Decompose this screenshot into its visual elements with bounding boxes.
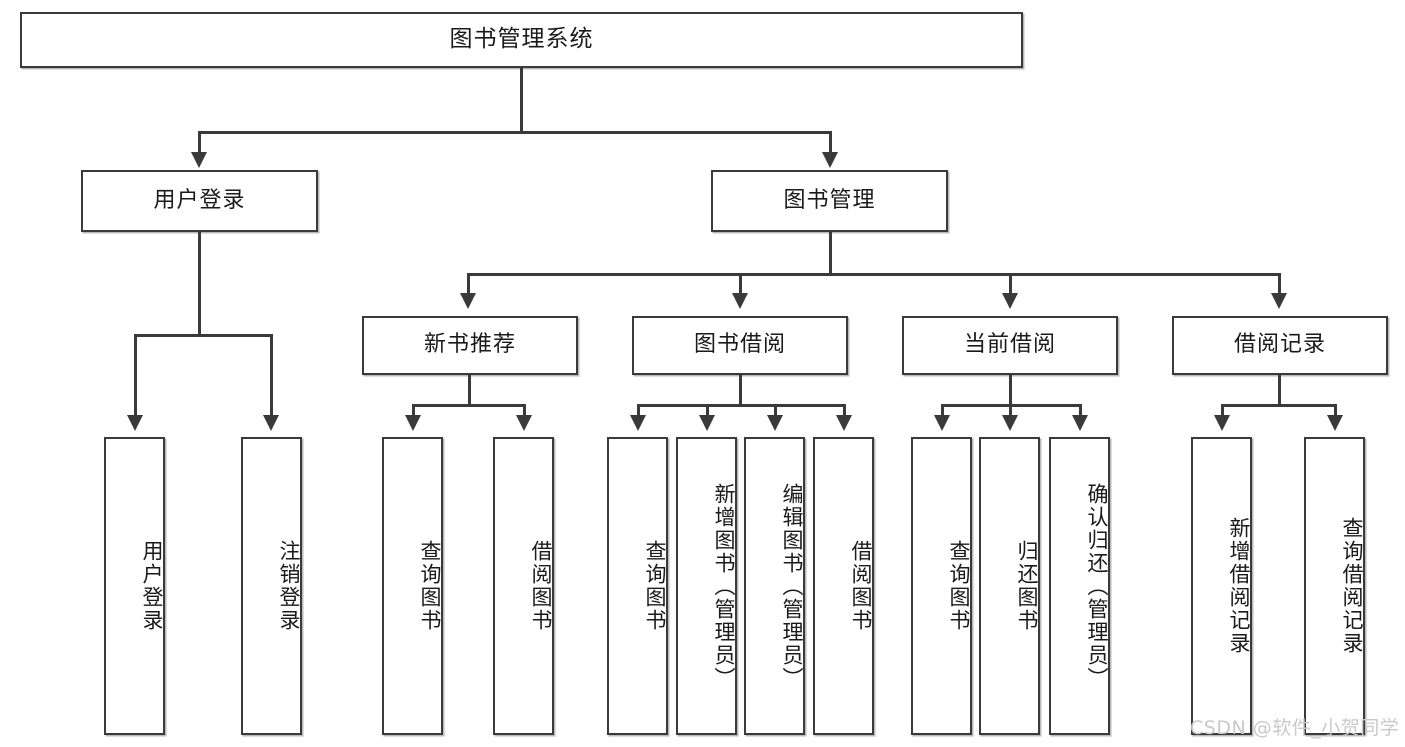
node-root-system-label: 图书管理系统 <box>449 26 594 53</box>
node-book-borrow[interactable]: 图书借阅 <box>632 316 848 375</box>
edge-br-child-2 <box>1334 404 1337 418</box>
arrowhead-nbr-leaf-2 <box>516 415 532 431</box>
edge-user-login-child-1 <box>134 334 137 419</box>
leaf-bb-edit-book[interactable]: 编辑图书（管理员） <box>744 437 805 735</box>
edge-current-borrow-stem <box>1009 375 1012 406</box>
leaf-cb-return-book-label: 归还图书 <box>1015 540 1039 632</box>
arrowhead-leaf-user-login <box>127 415 143 431</box>
arrowhead-cb-leaf-3 <box>1072 415 1088 431</box>
edge-cb-child-3 <box>1079 404 1082 418</box>
node-new-book-recommend[interactable]: 新书推荐 <box>362 316 578 375</box>
edge-root-to-book-mgmt <box>829 131 832 156</box>
node-current-borrow[interactable]: 当前借阅 <box>902 316 1118 375</box>
edge-book-borrow-bus <box>638 404 845 407</box>
edge-book-borrow-stem <box>739 375 742 406</box>
leaf-br-query-record-label: 查询借阅记录 <box>1340 517 1364 655</box>
node-new-book-recommend-label: 新书推荐 <box>423 332 516 358</box>
edge-bb-child-3 <box>774 404 777 418</box>
edge-borrow-record-stem <box>1278 375 1281 406</box>
leaf-nbr-borrow-book-label: 借阅图书 <box>529 540 553 632</box>
leaf-bb-borrow-book-label: 借阅图书 <box>849 540 873 632</box>
node-borrow-record[interactable]: 借阅记录 <box>1172 316 1388 375</box>
leaf-br-query-record[interactable]: 查询借阅记录 <box>1304 437 1365 735</box>
edge-root-to-user-login <box>198 131 201 156</box>
edge-user-login-stem <box>198 232 201 336</box>
edge-book-mgmt-child-2 <box>739 273 742 297</box>
leaf-bb-query-book-label: 查询图书 <box>643 540 667 632</box>
edge-borrow-record-bus <box>1222 404 1336 407</box>
leaf-cb-query-book[interactable]: 查询图书 <box>911 437 972 735</box>
arrowhead-br-leaf-2 <box>1327 415 1343 431</box>
leaf-cb-confirm-return[interactable]: 确认归还（管理员） <box>1049 437 1110 735</box>
node-book-management[interactable]: 图书管理 <box>711 170 948 232</box>
leaf-cb-confirm-return-label: 确认归还（管理员） <box>1085 482 1109 690</box>
arrowhead-book-mgmt <box>822 152 838 168</box>
edge-user-login-bus <box>135 334 272 337</box>
edge-book-mgmt-child-1 <box>467 273 470 297</box>
edge-new-book-recommend-bus <box>413 404 525 407</box>
edge-user-login-child-2 <box>270 334 273 419</box>
edge-br-child-1 <box>1221 404 1224 418</box>
edge-nbr-child-1 <box>412 404 415 418</box>
edge-current-borrow-bus <box>942 404 1081 407</box>
edge-new-book-recommend-stem <box>468 375 471 406</box>
arrowhead-book-borrow <box>732 293 748 309</box>
leaf-bb-add-book[interactable]: 新增图书（管理员） <box>676 437 737 735</box>
arrowhead-new-book-recommend <box>460 293 476 309</box>
node-current-borrow-label: 当前借阅 <box>963 332 1056 358</box>
leaf-nbr-borrow-book[interactable]: 借阅图书 <box>493 437 554 735</box>
edge-cb-child-2 <box>1009 404 1012 418</box>
leaf-cb-return-book[interactable]: 归还图书 <box>979 437 1040 735</box>
leaf-user-login-label: 用户登录 <box>140 540 164 632</box>
edge-bb-child-2 <box>706 404 709 418</box>
leaf-br-add-record-label: 新增借阅记录 <box>1227 517 1251 655</box>
arrowhead-bb-leaf-4 <box>836 415 852 431</box>
arrowhead-cb-leaf-1 <box>934 415 950 431</box>
node-user-login-label: 用户登录 <box>153 187 246 213</box>
leaf-cb-query-book-label: 查询图书 <box>947 540 971 632</box>
arrowhead-bb-leaf-3 <box>767 415 783 431</box>
leaf-bb-edit-book-label: 编辑图书（管理员） <box>780 482 804 690</box>
arrowhead-leaf-logout <box>263 415 279 431</box>
node-user-login[interactable]: 用户登录 <box>81 170 318 232</box>
edge-bb-child-4 <box>843 404 846 418</box>
leaf-nbr-query-book-label: 查询图书 <box>418 540 442 632</box>
leaf-br-add-record[interactable]: 新增借阅记录 <box>1191 437 1252 735</box>
leaf-bb-borrow-book[interactable]: 借阅图书 <box>813 437 874 735</box>
leaf-logout-label: 注销登录 <box>277 540 301 632</box>
edge-root-stem <box>520 68 523 133</box>
arrowhead-current-borrow <box>1002 293 1018 309</box>
edge-nbr-child-2 <box>523 404 526 418</box>
arrowhead-cb-leaf-2 <box>1002 415 1018 431</box>
leaf-bb-add-book-label: 新增图书（管理员） <box>712 482 736 690</box>
arrowhead-br-leaf-1 <box>1214 415 1230 431</box>
leaf-bb-query-book[interactable]: 查询图书 <box>607 437 668 735</box>
leaf-logout[interactable]: 注销登录 <box>241 437 302 735</box>
edge-book-mgmt-child-4 <box>1278 273 1281 297</box>
arrowhead-borrow-record <box>1271 293 1287 309</box>
edge-cb-child-1 <box>941 404 944 418</box>
node-borrow-record-label: 借阅记录 <box>1233 332 1326 358</box>
edge-bb-child-1 <box>637 404 640 418</box>
edge-book-mgmt-stem <box>829 232 832 275</box>
node-book-borrow-label: 图书借阅 <box>693 332 786 358</box>
arrowhead-bb-leaf-1 <box>630 415 646 431</box>
node-book-management-label: 图书管理 <box>783 187 876 213</box>
edge-book-mgmt-bus <box>468 273 1280 276</box>
edge-root-bus <box>198 131 832 134</box>
arrowhead-nbr-leaf-1 <box>405 415 421 431</box>
leaf-nbr-query-book[interactable]: 查询图书 <box>382 437 443 735</box>
arrowhead-user-login <box>191 152 207 168</box>
leaf-user-login[interactable]: 用户登录 <box>104 437 165 735</box>
arrowhead-bb-leaf-2 <box>699 415 715 431</box>
node-root-system[interactable]: 图书管理系统 <box>20 12 1023 68</box>
edge-book-mgmt-child-3 <box>1009 273 1012 297</box>
